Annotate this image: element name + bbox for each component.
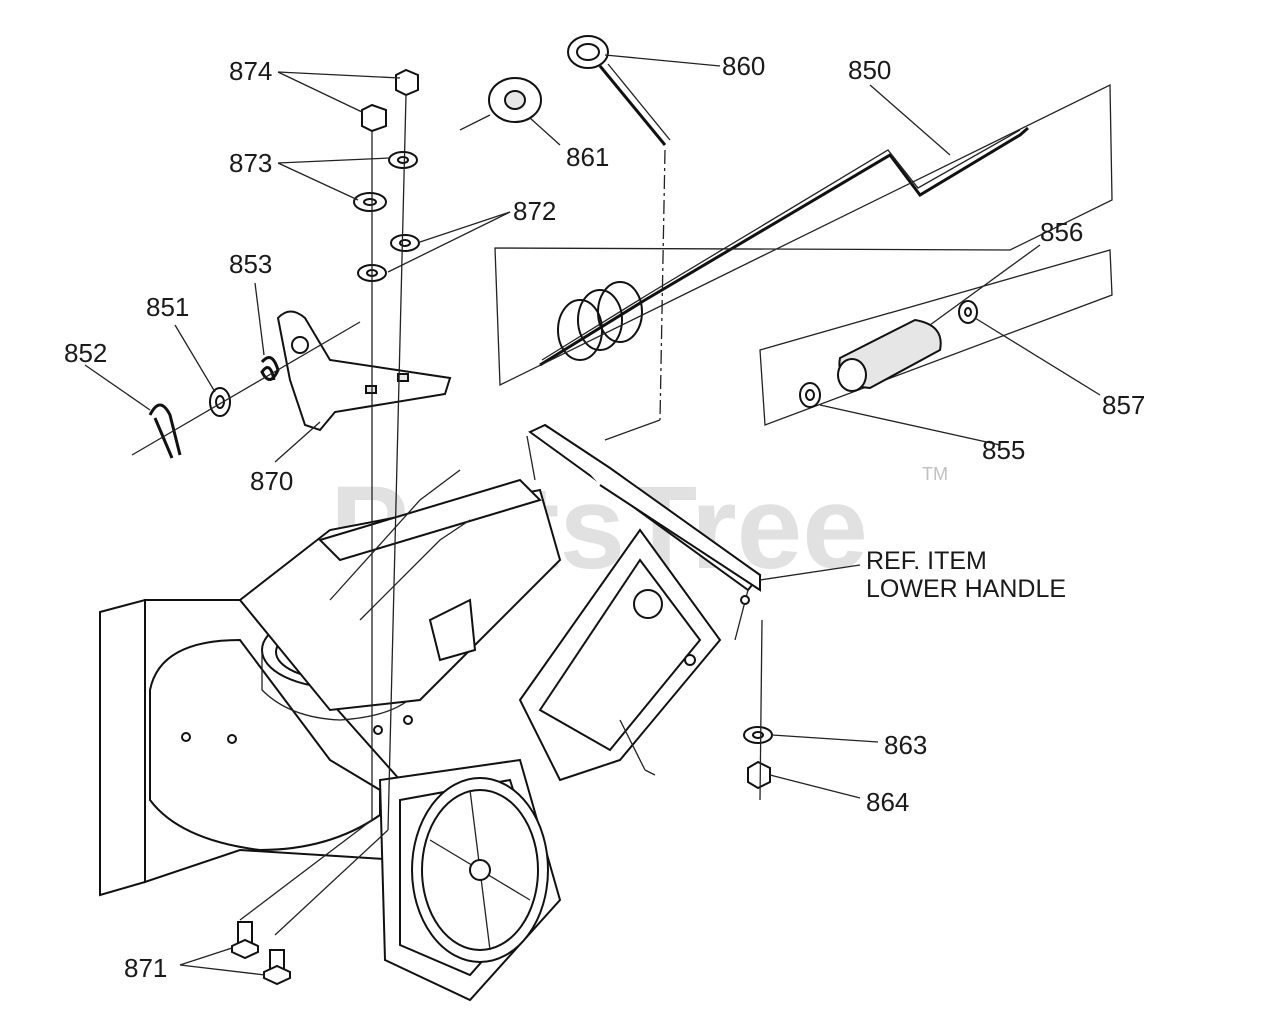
callout-861: 861: [566, 142, 609, 172]
axis-line-870: [131, 321, 361, 456]
bracket-870: [276, 310, 452, 432]
callout-853: 853: [229, 249, 272, 279]
clip-853: [260, 356, 280, 381]
callout-857: 857: [1102, 390, 1145, 420]
washer-863: [743, 726, 773, 744]
rod-850: [539, 126, 1029, 367]
eyebolt-to-handle-line: [604, 419, 661, 441]
rod-850-boundary: [494, 83, 1113, 387]
eyebolt-dash-line: [659, 149, 666, 421]
auger-housing: [99, 423, 762, 1002]
leader-lines: [84, 54, 1101, 976]
callout-873: 873: [229, 148, 272, 178]
washer-851: [209, 387, 231, 417]
vertical-axis-line-863: [759, 619, 763, 801]
vertical-axis-line-a: [387, 94, 407, 831]
callout-872: 872: [513, 196, 556, 226]
callout-864: 864: [866, 787, 909, 817]
callout-852: 852: [64, 338, 107, 368]
bolts-871: [231, 921, 291, 986]
ref-item-label: REF. ITEM: [866, 547, 987, 575]
callout-863: 863: [884, 730, 927, 760]
stack-washers-872: [357, 234, 420, 282]
hairpin-clip-852: [148, 403, 182, 459]
watermark-trademark: TM: [922, 464, 948, 484]
stack-nuts-874: [361, 68, 419, 133]
lower-handle-label: LOWER HANDLE: [866, 575, 1066, 603]
callout-856: 856: [1040, 217, 1083, 247]
callout-870: 870: [250, 466, 293, 496]
stack-washers-873: [353, 151, 418, 212]
axis-to-bolt-871-b: [274, 829, 389, 936]
callout-874: 874: [229, 56, 272, 86]
callout-860: 860: [722, 51, 765, 81]
callout-850: 850: [848, 55, 891, 85]
bushing-axis-line: [459, 114, 491, 131]
callout-855: 855: [982, 435, 1025, 465]
callout-871: 871: [124, 953, 167, 983]
nut-864: [747, 760, 771, 790]
roller-856: [759, 249, 1113, 426]
bushing-861: [488, 77, 542, 123]
eyebolt-860: [567, 35, 671, 146]
axis-to-bolt-871-a: [239, 819, 373, 921]
callout-851: 851: [146, 292, 189, 322]
